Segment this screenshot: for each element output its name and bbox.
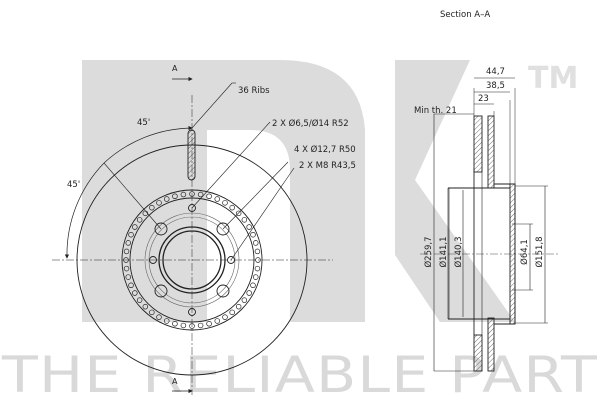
callout-ribs: 36 Ribs — [238, 86, 270, 96]
dim-disc-thickness: 23 — [478, 94, 489, 104]
front-view — [52, 76, 333, 395]
dim-inner-diameter-a: Ø141,1 — [438, 236, 449, 267]
front-view-labels: A A 45' 45' 36 Ribs 2 X Ø6,5/Ø14 R52 4 X… — [67, 64, 356, 386]
section-marker-bottom: A — [172, 377, 178, 386]
callout-threads: 2 X M8 R43,5 — [299, 161, 356, 171]
tagline-text: THE RELIABLE PART — [1, 346, 598, 400]
dim-center-bore: Ø64,1 — [519, 239, 530, 265]
abs-ring-teeth — [123, 191, 261, 329]
dim-hat-diameter: Ø151,8 — [534, 236, 545, 267]
callout-small-holes: 2 X Ø6,5/Ø14 R52 — [272, 118, 349, 129]
angle-top-label: 45' — [137, 118, 150, 128]
angle-left-label: 45' — [67, 180, 80, 190]
dim-inner-diameter-b: Ø140,3 — [453, 236, 464, 267]
dim-outer-diameter: Ø259,7 — [423, 236, 434, 267]
min-thickness-label: Min th. 21 — [414, 106, 457, 116]
section-view-labels: Section A–A Min th. 21 44,7 38,5 23 Ø259… — [414, 10, 545, 268]
section-view — [420, 77, 560, 372]
nk-logo-icon — [82, 60, 515, 322]
section-title: Section A–A — [440, 10, 490, 20]
section-marker-top: A — [172, 64, 178, 73]
trademark-text: TM — [528, 61, 578, 96]
dim-hat-depth: 38,5 — [486, 81, 505, 91]
callout-bolt-holes: 4 X Ø12,7 R50 — [294, 144, 356, 155]
dim-overall-height: 44,7 — [486, 67, 505, 77]
